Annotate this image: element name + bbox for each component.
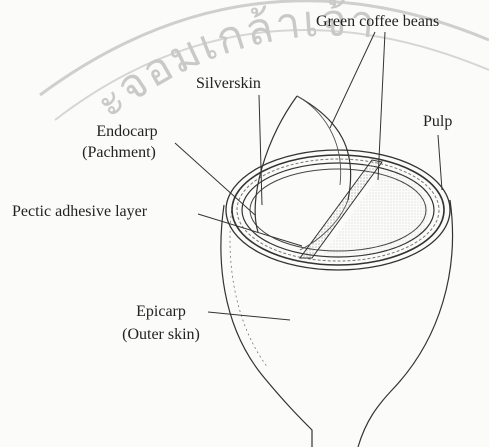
label-epicarp: Epicarp [118,303,204,321]
label-pulp: Pulp [423,113,452,131]
label-outer-skin: (Outer skin) [106,326,216,344]
label-pachment: (Pachment) [60,144,178,162]
label-green-coffee-beans: Green coffee beans [316,13,439,31]
label-endocarp: Endocarp [68,123,186,141]
label-silverskin: Silverskin [196,75,261,93]
label-pectic-adhesive-layer: Pectic adhesive layer [12,203,147,221]
